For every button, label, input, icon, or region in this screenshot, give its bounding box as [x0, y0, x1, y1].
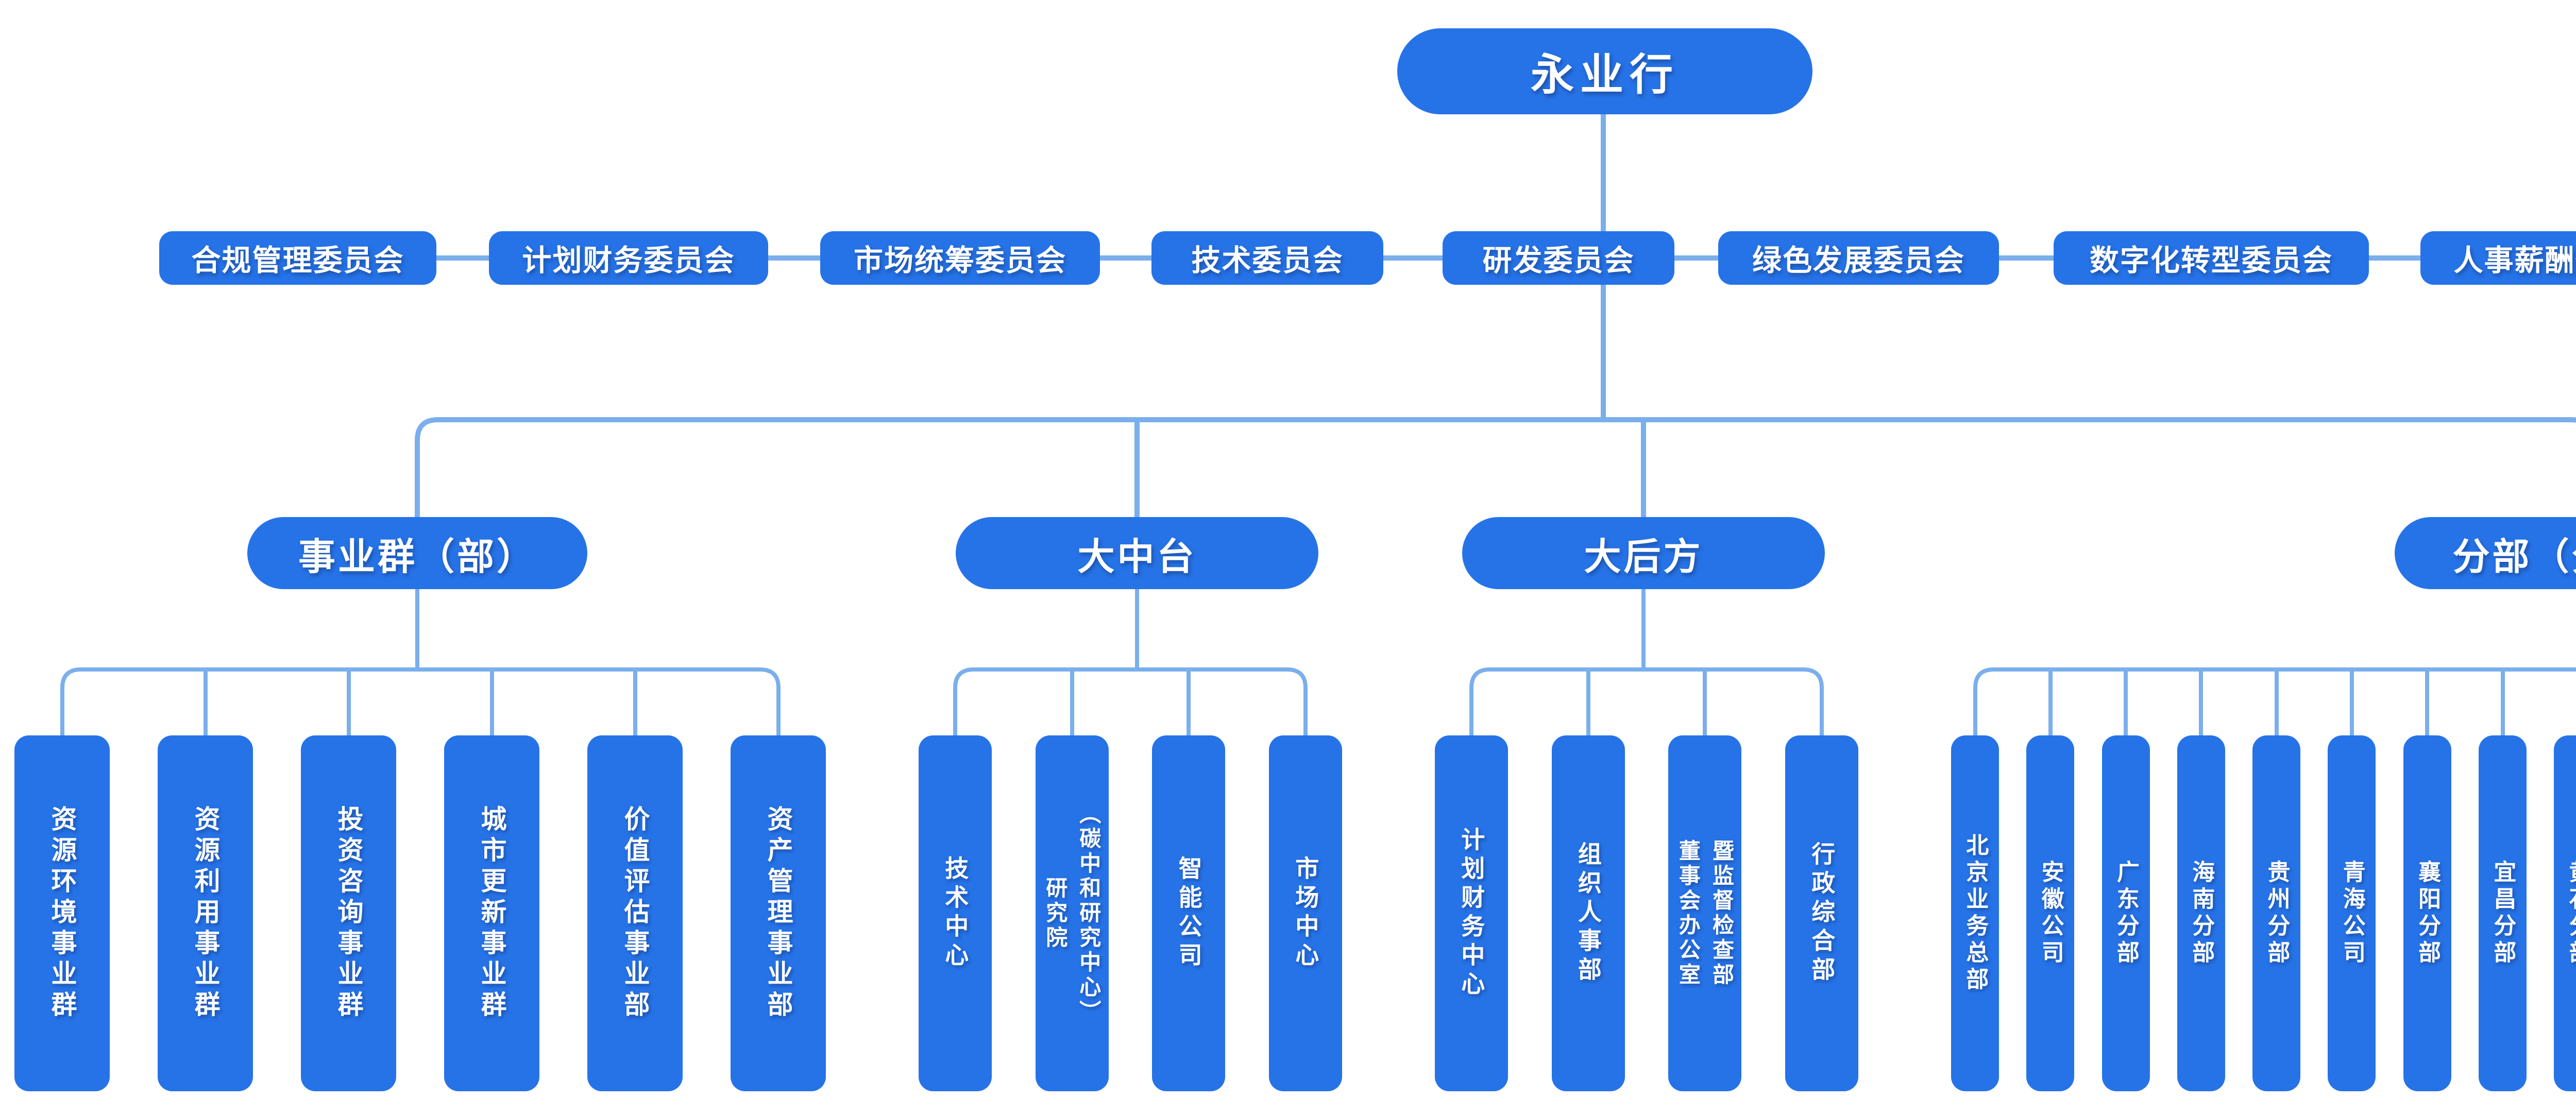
- committee-node: 技术委员会: [1151, 231, 1383, 285]
- group1-children-bus: [60, 589, 781, 735]
- branches-children: 北京业务总部 安徽公司 广东分部 海南分部 贵州分部 青海公司 襄阳分部 宜昌分…: [1951, 735, 2576, 1091]
- committee-label: 研发委员会: [1482, 244, 1635, 277]
- department-box: 资源利用事业群: [158, 735, 253, 1091]
- middle-platform-children: 技术中心 研究院 （碳中和研究中心） 智能公司 市场中心: [919, 735, 1343, 1091]
- division-pill-label: 事业群（部）: [298, 536, 536, 578]
- back-office-children: 计划财务中心 组织人事部 董事会办公室 暨监督检查部 行政综合部: [1435, 735, 1859, 1091]
- department-box: 市场中心: [1269, 735, 1343, 1091]
- department-box: 价值评估事业部: [587, 735, 683, 1091]
- division-pill-business-groups: 事业群（部）: [247, 517, 587, 589]
- department-box: 董事会办公室 暨监督检查部: [1668, 735, 1742, 1091]
- division-pill-label: 大中台: [1077, 536, 1197, 578]
- department-box: 组织人事部: [1551, 735, 1625, 1091]
- branch-box: 广东分部: [2102, 735, 2150, 1091]
- division-pill-label: 大后方: [1584, 536, 1703, 578]
- committee-node: 合规管理委员会: [159, 231, 436, 285]
- branch-box: 贵州分部: [2252, 735, 2301, 1091]
- committee-label: 合规管理委员会: [191, 244, 404, 277]
- committee-label: 计划财务委员会: [522, 244, 735, 277]
- branch-box: 宜昌分部: [2479, 735, 2527, 1091]
- group2-children-bus: [953, 589, 1308, 735]
- department-box: 资源环境事业群: [14, 735, 110, 1091]
- branch-box: 青海公司: [2328, 735, 2376, 1091]
- committee-node: 市场统筹委员会: [820, 231, 1100, 285]
- branch-box: 襄阳分部: [2403, 735, 2451, 1091]
- branch-box: 北京业务总部: [1951, 735, 1999, 1091]
- committee-node: 数字化转型委员会: [2054, 231, 2369, 285]
- group3-children-bus: [1469, 589, 1824, 735]
- committee-node: 绿色发展委员会: [1718, 231, 1999, 285]
- department-box: 计划财务中心: [1435, 735, 1508, 1091]
- department-box: 技术中心: [919, 735, 992, 1091]
- department-box: 研究院 （碳中和研究中心）: [1035, 735, 1109, 1091]
- department-box: 资产管理事业部: [731, 735, 826, 1091]
- committee-label: 人事薪酬委员会: [2453, 244, 2576, 277]
- committee-label: 数字化转型委员会: [2090, 244, 2333, 277]
- committee-label: 技术委员会: [1191, 244, 1344, 277]
- division-pill-middle-platform: 大中台: [956, 517, 1318, 589]
- department-box: 行政综合部: [1785, 735, 1859, 1091]
- root-node-label: 永业行: [1530, 50, 1679, 99]
- branch-box: 安徽公司: [2026, 735, 2075, 1091]
- department-box: 智能公司: [1152, 735, 1226, 1091]
- root-node: 永业行: [1397, 28, 1812, 114]
- group4-children-bus: [1973, 667, 2576, 735]
- division-pill-back-office: 大后方: [1462, 517, 1825, 589]
- committee-node: 研发委员会: [1443, 231, 1674, 285]
- department-box: 城市更新事业群: [444, 735, 539, 1091]
- committee-label: 市场统筹委员会: [854, 244, 1066, 277]
- committee-node: 计划财务委员会: [489, 231, 768, 285]
- division-pill-branches: 分部（分公司）: [2395, 517, 2576, 589]
- department-box: 投资咨询事业群: [301, 735, 396, 1091]
- business-groups-children: 资源环境事业群 资源利用事业群 投资咨询事业群 城市更新事业群 价值评估事业部 …: [14, 735, 826, 1091]
- committee-node: 人事薪酬委员会: [2420, 231, 2576, 285]
- committee-label: 绿色发展委员会: [1752, 244, 1965, 277]
- division-bus-line: [415, 417, 2576, 517]
- branch-box: 黄石分部: [2554, 735, 2576, 1091]
- division-pill-label: 分部（分公司）: [2452, 536, 2576, 578]
- branch-box: 海南分部: [2177, 735, 2225, 1091]
